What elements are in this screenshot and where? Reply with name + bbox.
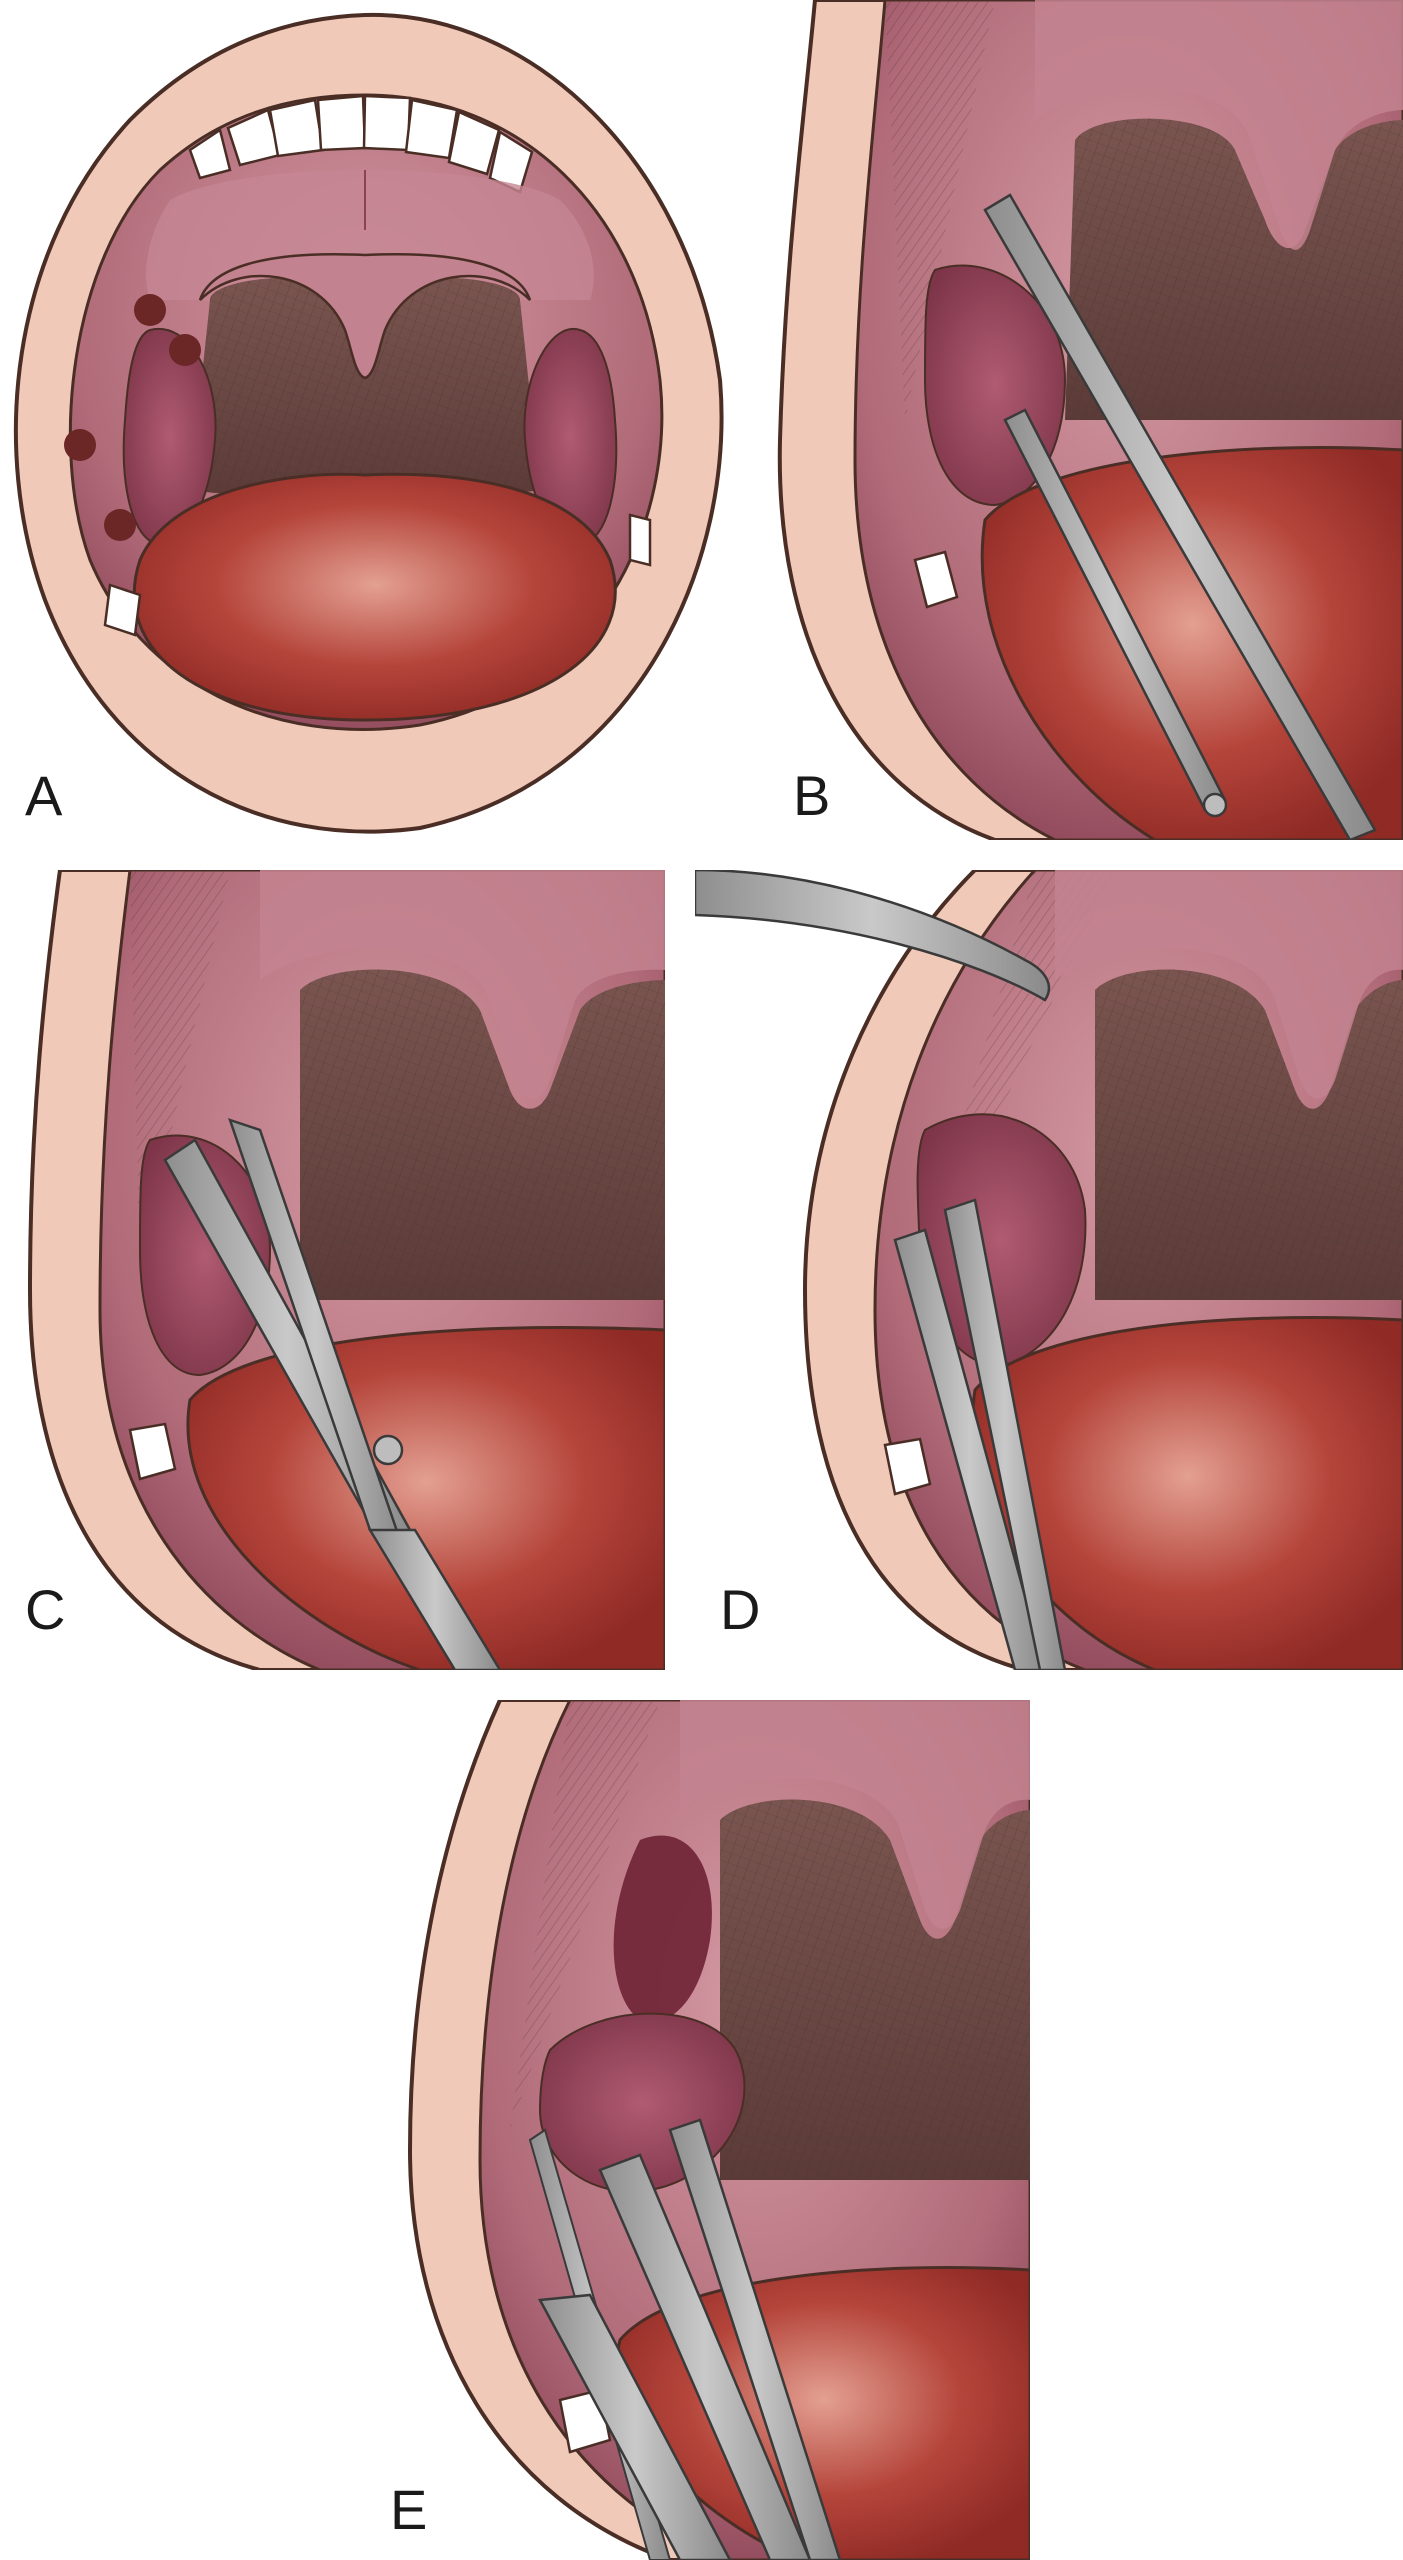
pharynx-shading bbox=[300, 969, 665, 1300]
scissors-pivot bbox=[372, 1434, 404, 1466]
marker-dot bbox=[169, 334, 201, 366]
uvula bbox=[198, 253, 532, 380]
tonsillar-fossa bbox=[613, 1835, 712, 2022]
curved-clamp bbox=[695, 870, 1051, 1002]
panel-label: E bbox=[390, 2478, 428, 2541]
panel-e: E bbox=[340, 1700, 1030, 2560]
panel-a-illustration bbox=[13, 12, 724, 834]
lower-tooth-left bbox=[103, 583, 142, 637]
soft-palate bbox=[680, 1700, 1030, 1929]
panel-label: A bbox=[25, 764, 63, 827]
panel-e-illustration bbox=[340, 1700, 1030, 2560]
panel-b: B bbox=[735, 0, 1403, 840]
lower-tooth bbox=[913, 550, 959, 609]
marker-dot bbox=[104, 509, 136, 541]
lower-tooth bbox=[128, 1422, 177, 1481]
tenaculum-right bbox=[668, 2118, 842, 2560]
panel-label: C bbox=[25, 1578, 66, 1641]
soft-palate bbox=[1055, 870, 1403, 1099]
upper-teeth bbox=[188, 94, 534, 194]
scissors-pivot bbox=[1202, 792, 1228, 818]
tongue bbox=[132, 472, 617, 722]
panel-c: C bbox=[0, 870, 665, 1670]
pharynx-shading bbox=[1095, 969, 1403, 1300]
pharynx-shading bbox=[1065, 118, 1403, 421]
panel-label: D bbox=[720, 1578, 761, 1641]
cheek-shading bbox=[885, 0, 995, 420]
panel-b-illustration bbox=[735, 0, 1403, 840]
panel-label: B bbox=[793, 764, 831, 827]
panel-c-illustration bbox=[0, 870, 665, 1670]
pharynx-shading bbox=[190, 277, 540, 498]
scissors-handle bbox=[367, 1528, 502, 1670]
snare-handle bbox=[538, 2293, 732, 2560]
injection-markers bbox=[64, 294, 201, 541]
lower-tooth bbox=[883, 1437, 932, 1496]
panel-d-illustration bbox=[695, 870, 1403, 1670]
lower-tooth-right bbox=[628, 513, 652, 567]
tenaculum-right bbox=[943, 1198, 1067, 1670]
elevator-instrument bbox=[983, 193, 1377, 840]
soft-palate bbox=[260, 870, 665, 1099]
tenaculum-left bbox=[598, 2153, 812, 2560]
panel-d: D bbox=[695, 870, 1403, 1670]
panel-a: A bbox=[0, 0, 730, 840]
tenaculum-left bbox=[893, 1228, 1047, 1670]
soft-palate bbox=[1035, 0, 1403, 250]
pharynx-shading bbox=[720, 1799, 1030, 2180]
tonsil bbox=[138, 1134, 272, 1377]
cheek-shading bbox=[510, 1700, 660, 2130]
marker-dot bbox=[64, 429, 96, 461]
marker-dot bbox=[134, 294, 166, 326]
